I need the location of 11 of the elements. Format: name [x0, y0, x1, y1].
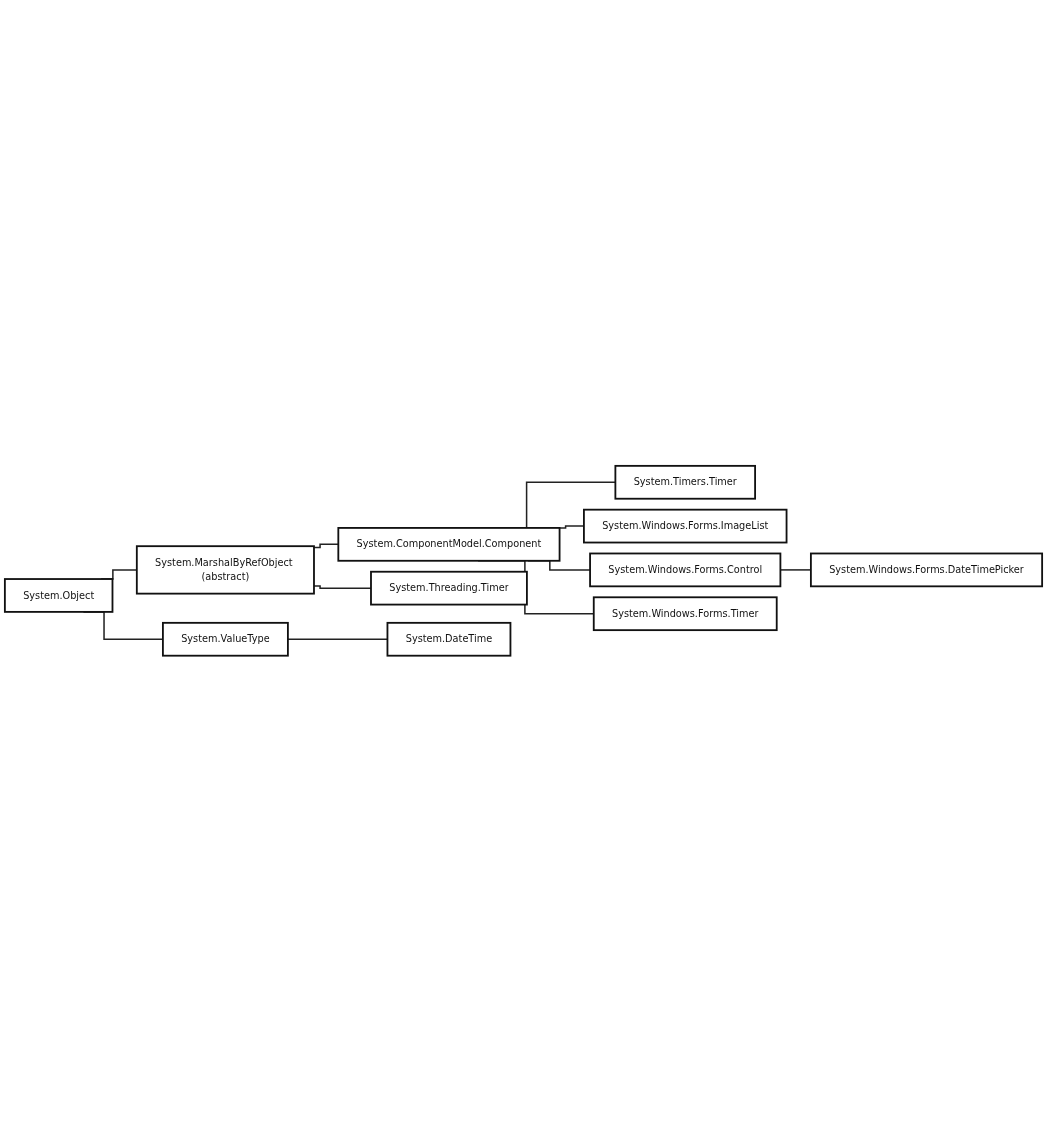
node-box: System.Windows.Forms.Timer: [592, 596, 778, 632]
node-box: System.DateTime: [386, 622, 512, 657]
node-box: System.ValueType: [162, 622, 289, 657]
node-box: System.MarshalByRefObject (abstract): [135, 545, 315, 595]
node-box: System.Windows.Forms.DateTimePicker: [809, 552, 1044, 588]
node-box: System.Windows.Forms.Control: [589, 552, 782, 588]
node-box: System.Timers.Timer: [614, 465, 756, 500]
node-box: System.Object: [3, 578, 114, 614]
node-box: System.Threading.Timer: [370, 571, 528, 606]
node-box: System.ComponentModel.Component: [337, 527, 561, 562]
node-box: System.Windows.Forms.ImageList: [583, 508, 788, 544]
